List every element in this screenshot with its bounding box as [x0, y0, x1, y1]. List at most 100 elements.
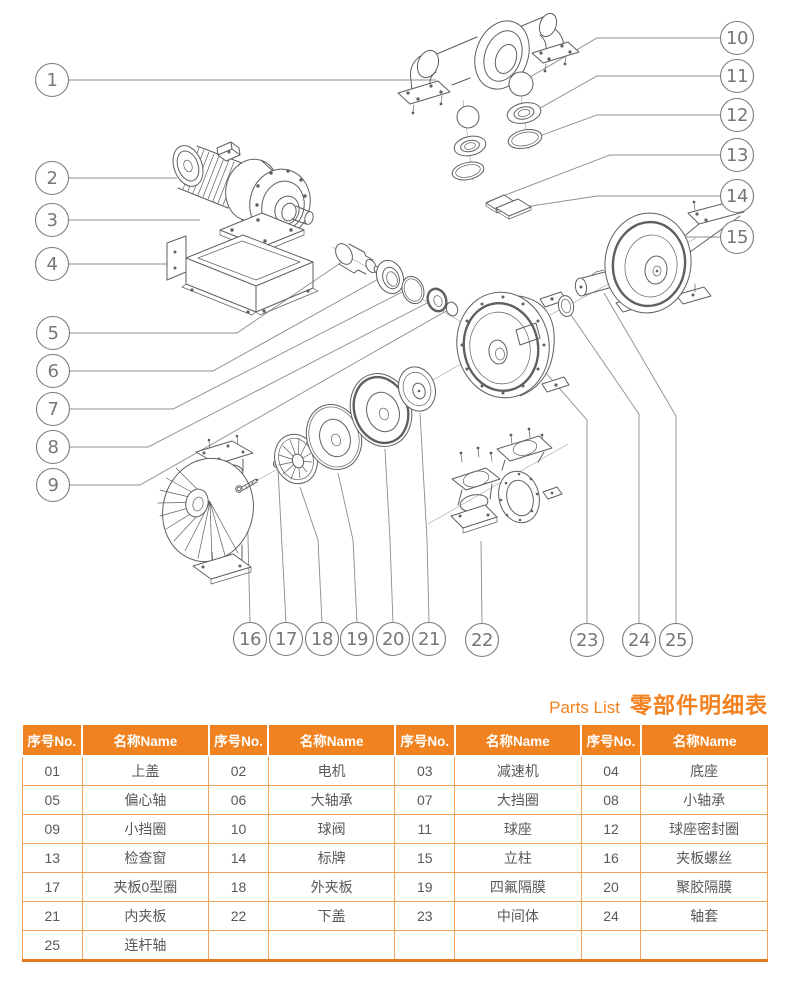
parts-list-title-en: Parts List — [549, 698, 620, 717]
part-clamp-screw — [235, 478, 259, 493]
part-gear-reducer — [219, 158, 314, 253]
cell-name: 四氟隔膜 — [454, 872, 582, 902]
callout-9: 9 — [35, 467, 71, 503]
cell-name: 大轴承 — [267, 785, 396, 815]
cell-no — [208, 930, 269, 961]
col-header-no: 序号No. — [393, 725, 456, 757]
part-eccentric-shaft — [335, 243, 381, 275]
callout-24: 24 — [621, 622, 657, 658]
callout-7: 7 — [35, 391, 71, 427]
part-upper-cover — [397, 12, 580, 115]
cell-no: 24 — [580, 901, 642, 931]
cell-name: 轴套 — [640, 901, 768, 931]
leader-lines — [69, 37, 721, 625]
cell-name — [267, 930, 396, 961]
cell-name: 球阀 — [267, 814, 396, 844]
col-header-name: 名称Name — [81, 725, 210, 757]
callout-1: 1 — [34, 62, 70, 98]
parts-table: 序号No. 名称Name 序号No. 名称Name 序号No. 名称Name 序… — [22, 725, 768, 962]
svg-text:12: 12 — [726, 105, 748, 126]
svg-text:25: 25 — [665, 630, 687, 651]
callout-18: 18 — [304, 621, 340, 657]
callout-16: 16 — [232, 621, 268, 657]
svg-text:3: 3 — [47, 210, 58, 231]
exploded-view-diagram: 1 2 3 4 5 6 7 8 9 10 11 12 13 14 15 16 1… — [34, 12, 755, 658]
parts-list-title: Parts List 零部件明细表 — [549, 688, 768, 720]
table-row: 05 偏心轴 06 大轴承 07 大挡圈 08 小轴承 — [22, 785, 768, 815]
callout-3: 3 — [34, 202, 70, 238]
cell-no: 01 — [22, 755, 83, 786]
cell-name: 内夹板 — [81, 901, 210, 931]
callout-13: 13 — [719, 137, 755, 173]
table-row: 25 连杆轴 — [22, 930, 768, 961]
cell-no: 18 — [208, 872, 269, 902]
svg-text:17: 17 — [275, 629, 297, 650]
callout-21: 21 — [411, 621, 447, 657]
part-air-chamber-assembly — [157, 434, 254, 585]
part-base — [166, 234, 319, 316]
svg-text:5: 5 — [48, 323, 59, 344]
cell-name: 标牌 — [267, 843, 396, 873]
part-inner-clamp-plate — [398, 366, 436, 412]
callout-15: 15 — [719, 219, 755, 255]
svg-text:8: 8 — [48, 437, 59, 458]
part-ball-valves — [456, 71, 534, 129]
cell-name: 球座 — [454, 814, 582, 844]
table-row: 17 夹板0型圈 18 外夹板 19 四氟隔膜 20 聚胶隔膜 — [22, 872, 768, 902]
cell-no: 14 — [208, 843, 269, 873]
svg-text:24: 24 — [628, 630, 650, 651]
cell-name: 立柱 — [454, 843, 582, 873]
cell-name: 球座密封圈 — [640, 814, 768, 844]
callout-17: 17 — [268, 621, 304, 657]
table-row: 01 上盖 02 电机 03 减速机 04 底座 — [22, 755, 768, 786]
svg-text:1: 1 — [47, 70, 58, 91]
svg-text:22: 22 — [471, 630, 493, 651]
callout-25: 25 — [658, 622, 694, 658]
cell-name: 电机 — [267, 755, 396, 786]
cell-no: 19 — [394, 872, 456, 902]
svg-text:13: 13 — [726, 145, 748, 166]
table-row: 21 内夹板 22 下盖 23 中间体 24 轴套 — [22, 901, 768, 931]
cell-no: 21 — [22, 901, 83, 931]
svg-text:18: 18 — [311, 629, 333, 650]
callout-19: 19 — [339, 621, 375, 657]
callout-20: 20 — [375, 621, 411, 657]
svg-text:19: 19 — [346, 629, 368, 650]
part-column-assembly — [604, 193, 745, 314]
cell-no: 06 — [208, 785, 269, 815]
callout-12: 12 — [719, 97, 755, 133]
table-row: 09 小挡圈 10 球阀 11 球座 12 球座密封圈 — [22, 814, 768, 844]
col-header-no: 序号No. — [580, 725, 642, 757]
callout-10: 10 — [719, 20, 755, 56]
cell-name — [640, 930, 768, 961]
cell-name — [454, 930, 582, 961]
svg-text:10: 10 — [726, 28, 748, 49]
svg-text:16: 16 — [239, 629, 261, 650]
callouts: 1 2 3 4 5 6 7 8 9 10 11 12 13 14 15 16 1… — [34, 20, 755, 658]
callout-11: 11 — [719, 58, 755, 94]
cell-name: 检查窗 — [81, 843, 210, 873]
callout-14: 14 — [719, 178, 755, 214]
cell-name: 外夹板 — [267, 872, 396, 902]
svg-text:4: 4 — [47, 254, 58, 275]
cell-name: 大挡圈 — [454, 785, 582, 815]
cell-no: 05 — [22, 785, 83, 815]
svg-text:9: 9 — [48, 475, 59, 496]
col-header-name: 名称Name — [267, 725, 396, 757]
cell-no: 22 — [208, 901, 269, 931]
part-lower-covers — [450, 427, 563, 534]
cell-name: 聚胶隔膜 — [640, 872, 768, 902]
cell-no: 10 — [208, 814, 269, 844]
part-window-and-nameplate — [485, 194, 532, 220]
callout-22: 22 — [464, 622, 500, 658]
cell-no: 02 — [208, 755, 269, 786]
col-header-name: 名称Name — [639, 725, 768, 757]
cell-no: 16 — [580, 843, 642, 873]
cell-name: 小轴承 — [640, 785, 768, 815]
table-header-row: 序号No. 名称Name 序号No. 名称Name 序号No. 名称Name 序… — [22, 725, 768, 757]
cell-no: 17 — [22, 872, 83, 902]
part-ball-seats — [453, 102, 542, 157]
svg-text:23: 23 — [576, 630, 598, 651]
cell-no: 25 — [22, 930, 83, 961]
